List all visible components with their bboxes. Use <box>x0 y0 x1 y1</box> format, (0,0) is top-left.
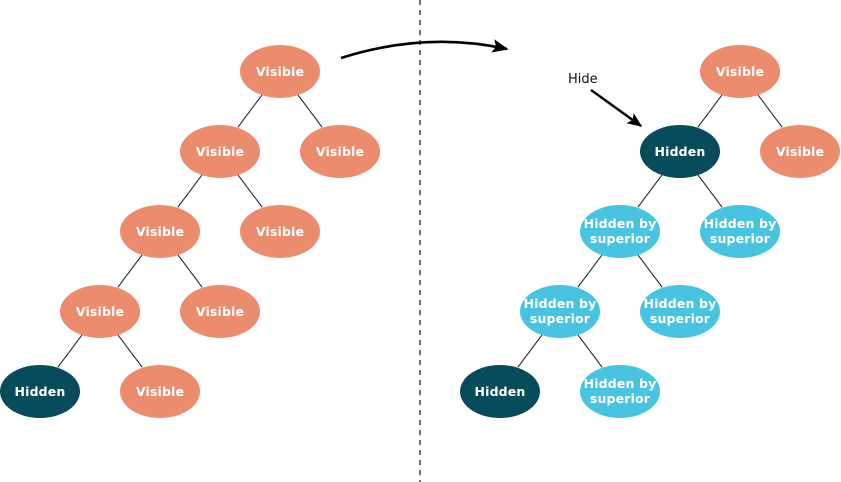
hide-pointer-arrow <box>590 89 643 127</box>
tree-node-inherited[interactable]: Hidden by superior <box>580 364 660 418</box>
tree-node-inherited[interactable]: Hidden by superior <box>640 284 720 338</box>
tree-edge <box>637 254 663 288</box>
tree-edge <box>177 254 203 288</box>
tree-node-inherited[interactable]: Hidden by superior <box>520 284 600 338</box>
tree-node-visible[interactable]: Visible <box>120 204 200 258</box>
tree-node-visible[interactable]: Visible <box>300 124 380 178</box>
tree-node-hidden[interactable]: Hidden <box>640 124 720 178</box>
tree-edge <box>577 334 603 368</box>
tree-node-inherited[interactable]: Hidden by superior <box>700 204 780 258</box>
tree-node-inherited[interactable]: Hidden by superior <box>580 204 660 258</box>
tree-node-visible[interactable]: Visible <box>700 44 780 98</box>
tree-edge <box>757 94 783 128</box>
tree-edge <box>177 174 203 208</box>
tree-edge <box>697 94 723 128</box>
tree-node-visible[interactable]: Visible <box>240 44 320 98</box>
tree-edge <box>117 254 143 288</box>
tree-node-hidden[interactable]: Hidden <box>460 364 540 418</box>
tree-node-hidden[interactable]: Hidden <box>0 364 80 418</box>
tree-node-visible[interactable]: Visible <box>180 124 260 178</box>
tree-edge <box>237 174 263 208</box>
tree-node-visible[interactable]: Visible <box>60 284 140 338</box>
tree-edge <box>57 334 83 368</box>
tree-edge <box>297 94 323 128</box>
tree-edge <box>577 254 603 288</box>
tree-edge <box>637 174 663 208</box>
tree-node-visible[interactable]: Visible <box>240 204 320 258</box>
tree-edge <box>517 334 543 368</box>
tree-node-visible[interactable]: Visible <box>120 364 200 418</box>
tree-edge <box>237 94 263 128</box>
tree-node-visible[interactable]: Visible <box>180 284 260 338</box>
hide-label: Hide <box>568 72 598 87</box>
transition-arrow <box>340 39 509 60</box>
tree-edge <box>697 174 723 208</box>
tree-node-visible[interactable]: Visible <box>760 124 840 178</box>
tree-edge <box>117 334 143 368</box>
